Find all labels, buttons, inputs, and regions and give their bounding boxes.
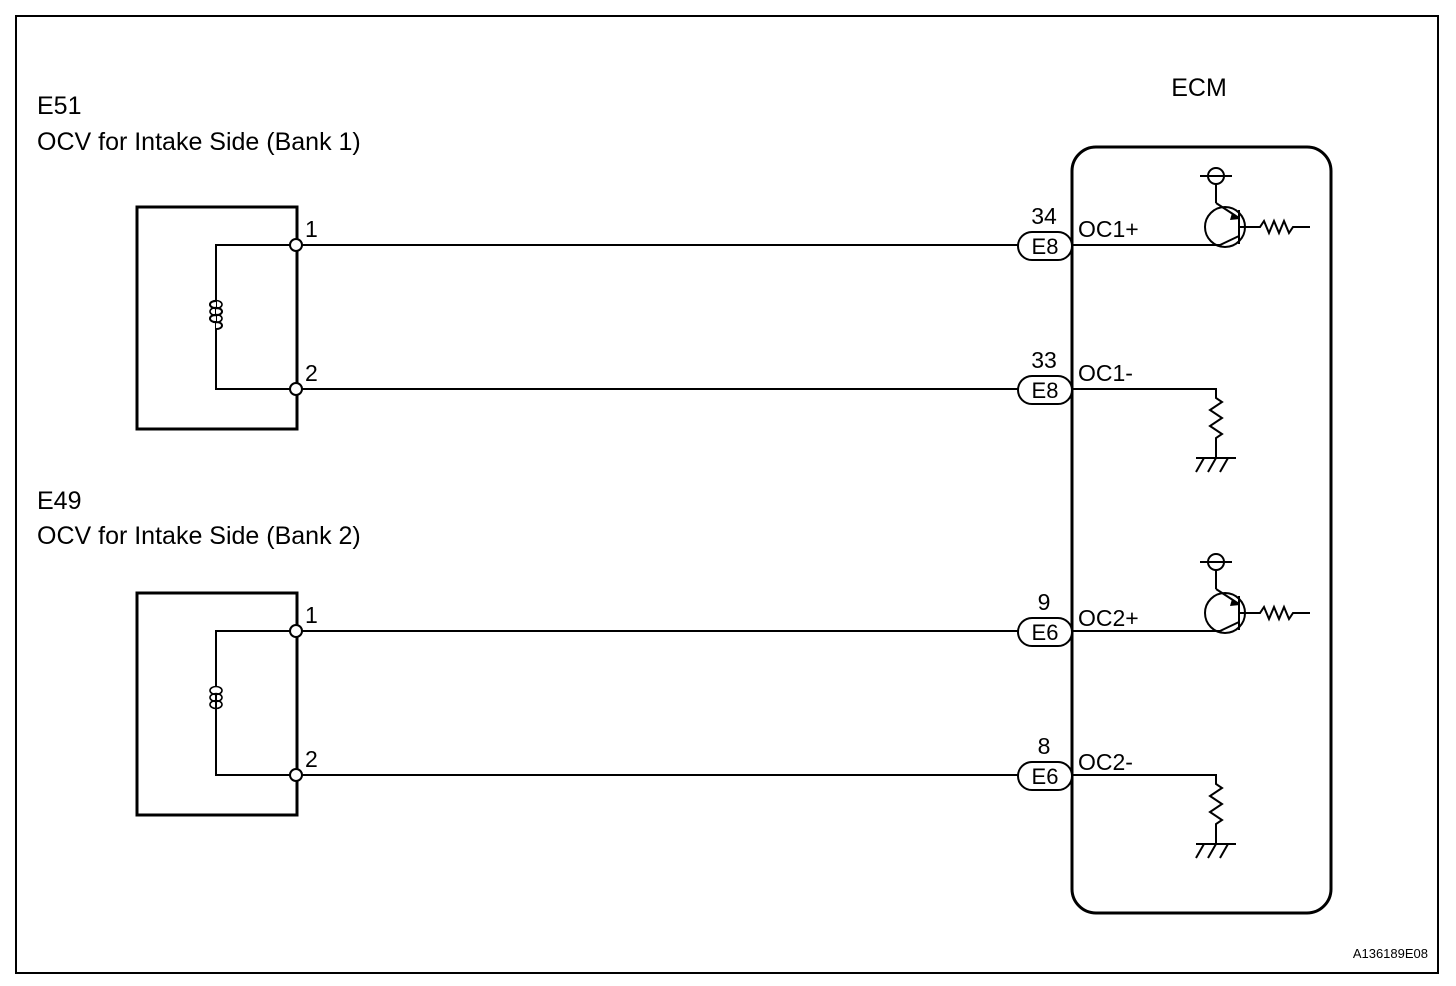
pin-terminal [289, 624, 303, 638]
resistor-icon [1072, 388, 1224, 458]
connector-code: E8 [1032, 378, 1059, 403]
coil-icon [209, 685, 223, 710]
transistor-icon [1200, 167, 1310, 248]
coil-icon [209, 299, 223, 330]
component-e51: E51 OCV for Intake Side (Bank 1) 1 2 [37, 92, 1018, 431]
component-name: OCV for Intake Side (Bank 1) [37, 128, 361, 156]
pin-terminal [289, 382, 303, 396]
coil-wire [215, 244, 296, 390]
coil-wire [215, 630, 296, 776]
signal-name: OC1+ [1078, 216, 1139, 242]
terminal-number: 33 [1031, 347, 1057, 373]
component-name: OCV for Intake Side (Bank 2) [37, 522, 361, 550]
component-e49: E49 OCV for Intake Side (Bank 2) 1 2 [37, 487, 1018, 817]
component-box [135, 205, 299, 431]
signal-name: OC2- [1078, 749, 1133, 775]
transistor-icon [1200, 553, 1310, 634]
ecm-label: ECM [1171, 74, 1227, 102]
pin-label: 1 [305, 216, 318, 242]
ecm-terminal-oc1-plus: 34 E8 OC1+ [1017, 167, 1310, 261]
connector-code: E8 [1032, 234, 1059, 259]
terminal-number: 8 [1038, 733, 1051, 759]
connector-code: E6 [1032, 764, 1059, 789]
signal-name: OC1- [1078, 360, 1133, 386]
component-code: E51 [37, 92, 81, 120]
ecm-terminal-oc2-plus: 9 E6 OC2+ [1017, 553, 1310, 647]
ground-icon [1195, 843, 1236, 859]
terminal-number: 9 [1038, 589, 1051, 615]
resistor-icon [1072, 774, 1224, 844]
ecm-terminal-oc2-minus: 8 E6 OC2- [1017, 733, 1236, 859]
connector-code: E6 [1032, 620, 1059, 645]
component-code: E49 [37, 487, 81, 515]
pin-terminal [289, 768, 303, 782]
pin-label: 2 [305, 746, 318, 772]
ecm-unit: ECM [1070, 74, 1333, 915]
pin-label: 1 [305, 602, 318, 628]
ecm-terminal-oc1-minus: 33 E8 OC1- [1017, 347, 1236, 473]
ecm-box [1070, 145, 1333, 915]
terminal-number: 34 [1031, 203, 1057, 229]
pin-terminal [289, 238, 303, 252]
ground-icon [1195, 457, 1236, 473]
diagram-frame [15, 15, 1439, 974]
pin-label: 2 [305, 360, 318, 386]
signal-name: OC2+ [1078, 605, 1139, 631]
component-box [135, 591, 299, 817]
figure-code: A136189E08 [1353, 946, 1428, 961]
